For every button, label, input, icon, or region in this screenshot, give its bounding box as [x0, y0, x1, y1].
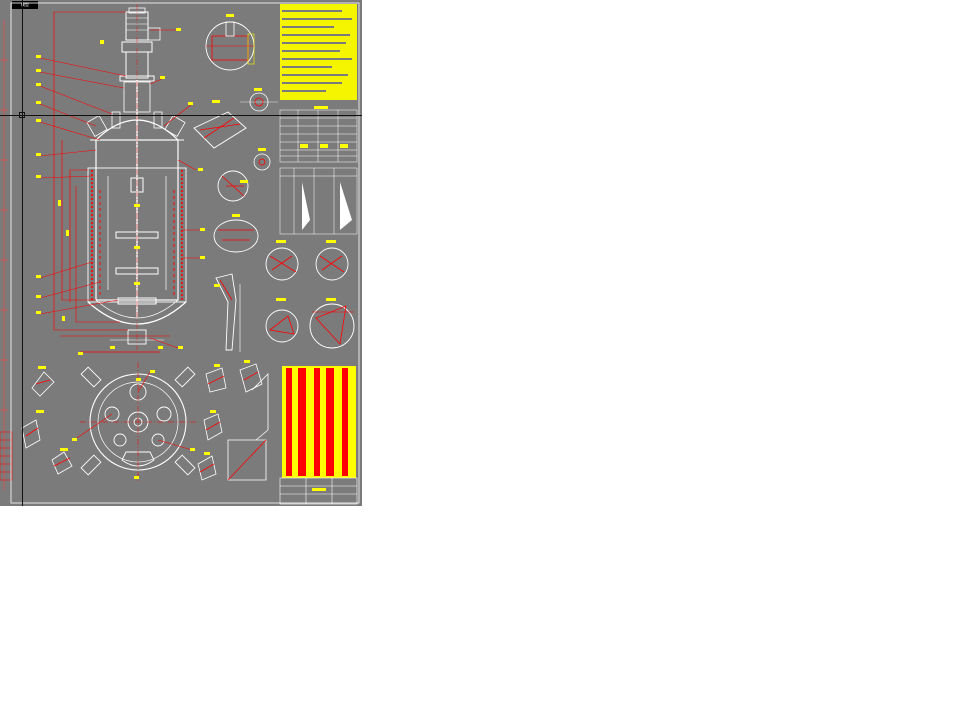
technical-notes-block	[280, 4, 357, 100]
crosshair-horizontal	[0, 115, 362, 116]
main-elevation-view	[36, 4, 205, 355]
design-data-table	[279, 106, 358, 163]
cad-viewport[interactable]: 模型	[0, 0, 362, 506]
sheet-border	[10, 2, 360, 504]
crosshair-pickbox-icon	[19, 112, 25, 118]
title-block	[279, 477, 358, 505]
drawing-sheet	[0, 2, 360, 505]
left-ruler	[0, 20, 8, 490]
top-plan-view	[72, 362, 196, 482]
parts-list	[282, 366, 356, 478]
nozzle-table	[279, 167, 358, 235]
left-mini-table	[0, 431, 13, 481]
crosshair-vertical	[22, 0, 23, 506]
detail-views	[21, 14, 355, 481]
model-tab[interactable]: 模型	[12, 1, 38, 9]
